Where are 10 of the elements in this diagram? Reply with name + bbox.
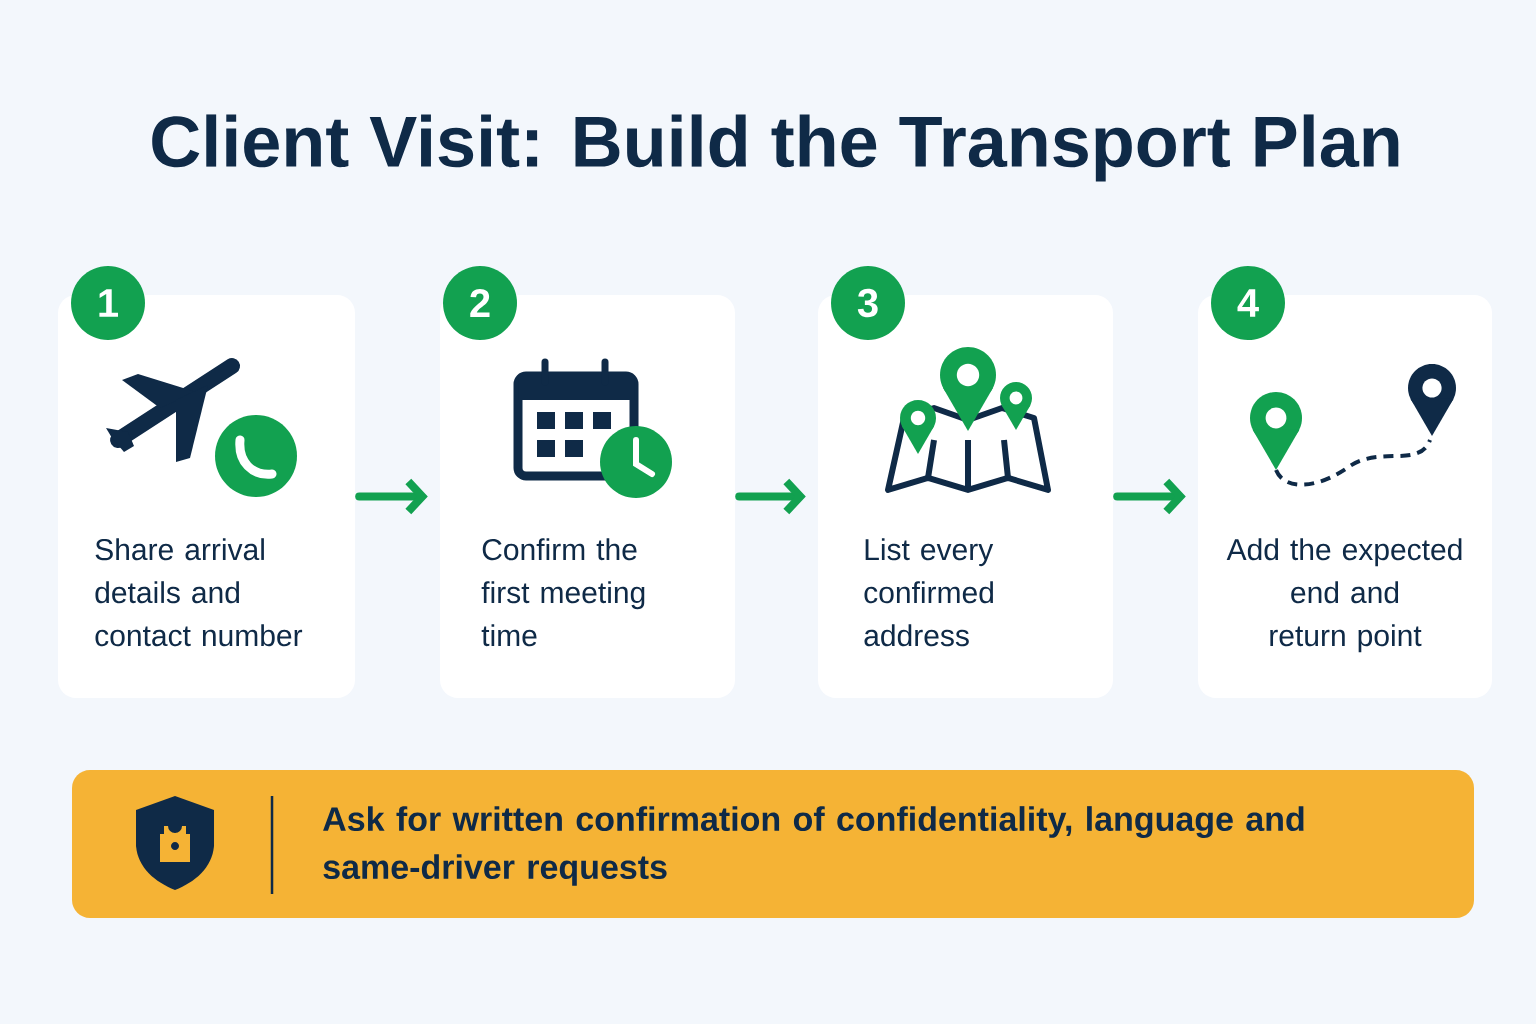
step-text: Add the expected end and return point xyxy=(1226,538,1462,653)
title: Client Visit: Build the Transport Plan xyxy=(152,114,1399,182)
step-text: List every confirmed address xyxy=(864,538,994,647)
step-text: Share arrival details and contact number xyxy=(95,538,303,647)
step-number-badge: 2 xyxy=(443,266,517,340)
step-text: Confirm the first meeting time xyxy=(481,538,645,647)
step-number-badge: 3 xyxy=(831,266,905,340)
step-number-badge: 1 xyxy=(71,266,145,340)
note-text: Ask for written confirmation of confidentiality, language and same-driver requests xyxy=(323,806,1304,886)
step-number-badge: 4 xyxy=(1211,266,1285,340)
